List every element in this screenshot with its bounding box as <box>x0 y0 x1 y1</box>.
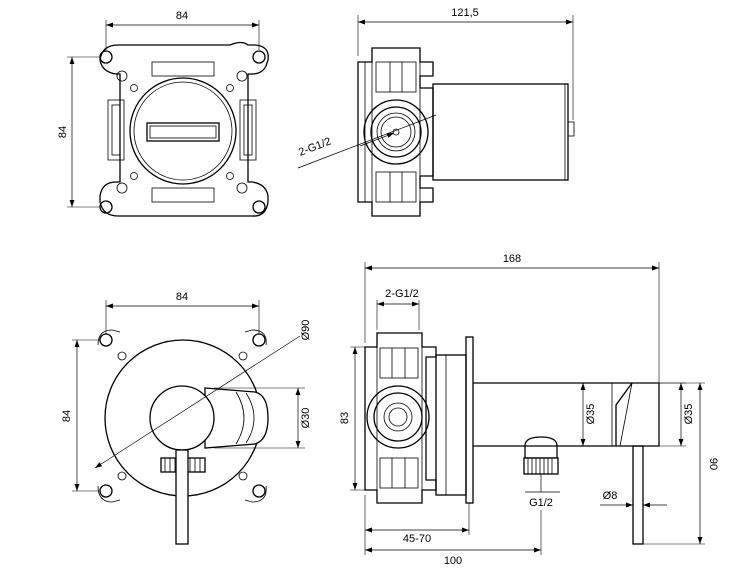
reach-dimension-label: 100 <box>444 555 462 567</box>
corner-hole <box>252 333 266 347</box>
center-slot <box>146 122 220 142</box>
outlet-thread <box>523 457 559 475</box>
width-dimension-label: 84 <box>176 291 188 303</box>
lower-block <box>379 457 419 489</box>
lever-pin <box>632 445 644 545</box>
corner-hole <box>252 50 266 64</box>
upper-block <box>379 347 419 379</box>
outer-diameter-leader <box>94 335 301 469</box>
screw-hole <box>226 84 234 92</box>
center-slot-inner <box>149 125 217 139</box>
left-side-tab-inner <box>111 104 121 156</box>
corner-hole <box>252 484 266 498</box>
port-ring-middle <box>370 106 422 158</box>
height-dimension-label: 84 <box>57 126 69 138</box>
center-knob <box>149 385 215 451</box>
side-flange <box>357 47 434 217</box>
port-ring-outer <box>363 99 429 165</box>
lower-block <box>375 171 417 203</box>
screw-hole <box>130 172 138 180</box>
outlet-thread-label: G1/2 <box>529 497 553 509</box>
corner-hole <box>252 200 266 214</box>
total-length-label: 168 <box>503 253 521 265</box>
long-body <box>432 83 569 181</box>
thread-label: 2-G1/2 <box>297 136 333 159</box>
bottom-left-front-view: 84 84 Ø90 Ø30 <box>61 291 312 545</box>
screw-hole <box>116 182 128 194</box>
screw-hole <box>238 471 248 481</box>
lever-body <box>204 387 269 449</box>
thread-leader <box>297 114 437 169</box>
screw-hole <box>116 70 128 82</box>
screw-hole <box>226 172 234 180</box>
screw-hole <box>117 471 127 481</box>
top-left-front-view: 84 84 <box>57 10 269 217</box>
screw-hole <box>236 70 248 82</box>
corner-hole <box>99 484 113 498</box>
lever-pin <box>175 449 189 545</box>
port-ring-inner <box>376 112 416 152</box>
mounting-plate-outline <box>99 41 269 217</box>
top-tab <box>151 61 215 77</box>
outlet-connector <box>524 436 558 459</box>
spout-body <box>473 382 660 447</box>
depth-range-label: 45-70 <box>403 533 431 545</box>
port-ring-inner <box>383 402 413 432</box>
body-circle-inner <box>133 81 233 181</box>
sleeve <box>435 354 467 496</box>
port-ring-outer <box>366 385 430 449</box>
screw-hole <box>117 351 127 361</box>
top-right-side-view: 2-G1/2 121,5 <box>297 7 575 217</box>
right-side-tab-inner <box>243 104 253 156</box>
outer-diameter-label: Ø90 <box>300 320 312 341</box>
right-side-tab <box>239 99 257 161</box>
end-knob <box>567 121 575 137</box>
bottom-right-side-view: 168 2-G1/2 83 Ø35 Ø35 90 Ø8 G1/2 <box>339 253 719 567</box>
port-ring-core <box>380 116 412 148</box>
width-dimension-label: 84 <box>176 10 188 22</box>
left-diameter-label: Ø35 <box>585 404 597 425</box>
corner-hole <box>99 50 113 64</box>
screw-hole <box>236 182 248 194</box>
side-flange <box>364 332 437 504</box>
screw-hole <box>130 84 138 92</box>
bottom-tab <box>151 187 215 203</box>
height-dimension-label: 84 <box>61 410 73 422</box>
inner-diameter-label: Ø30 <box>300 408 312 429</box>
outlet-thread-hatch <box>527 458 553 474</box>
corner-hole <box>99 333 113 347</box>
wall-plate <box>465 336 474 504</box>
port-ring-core <box>388 407 408 427</box>
thread-top-label: 2-G1/2 <box>385 288 419 300</box>
vertical-dimension-label: 90 <box>707 458 719 470</box>
length-dimension-label: 121,5 <box>451 7 479 19</box>
screw-hole <box>238 351 248 361</box>
port-ring-middle <box>373 392 423 442</box>
right-diameter-label: Ø35 <box>683 404 695 425</box>
body-circle <box>129 77 237 185</box>
upper-block <box>375 61 417 93</box>
left-side-tab <box>107 99 125 161</box>
pin-diameter-label: Ø8 <box>603 490 618 502</box>
port-center <box>392 128 400 136</box>
height-dimension-label: 83 <box>339 412 351 424</box>
